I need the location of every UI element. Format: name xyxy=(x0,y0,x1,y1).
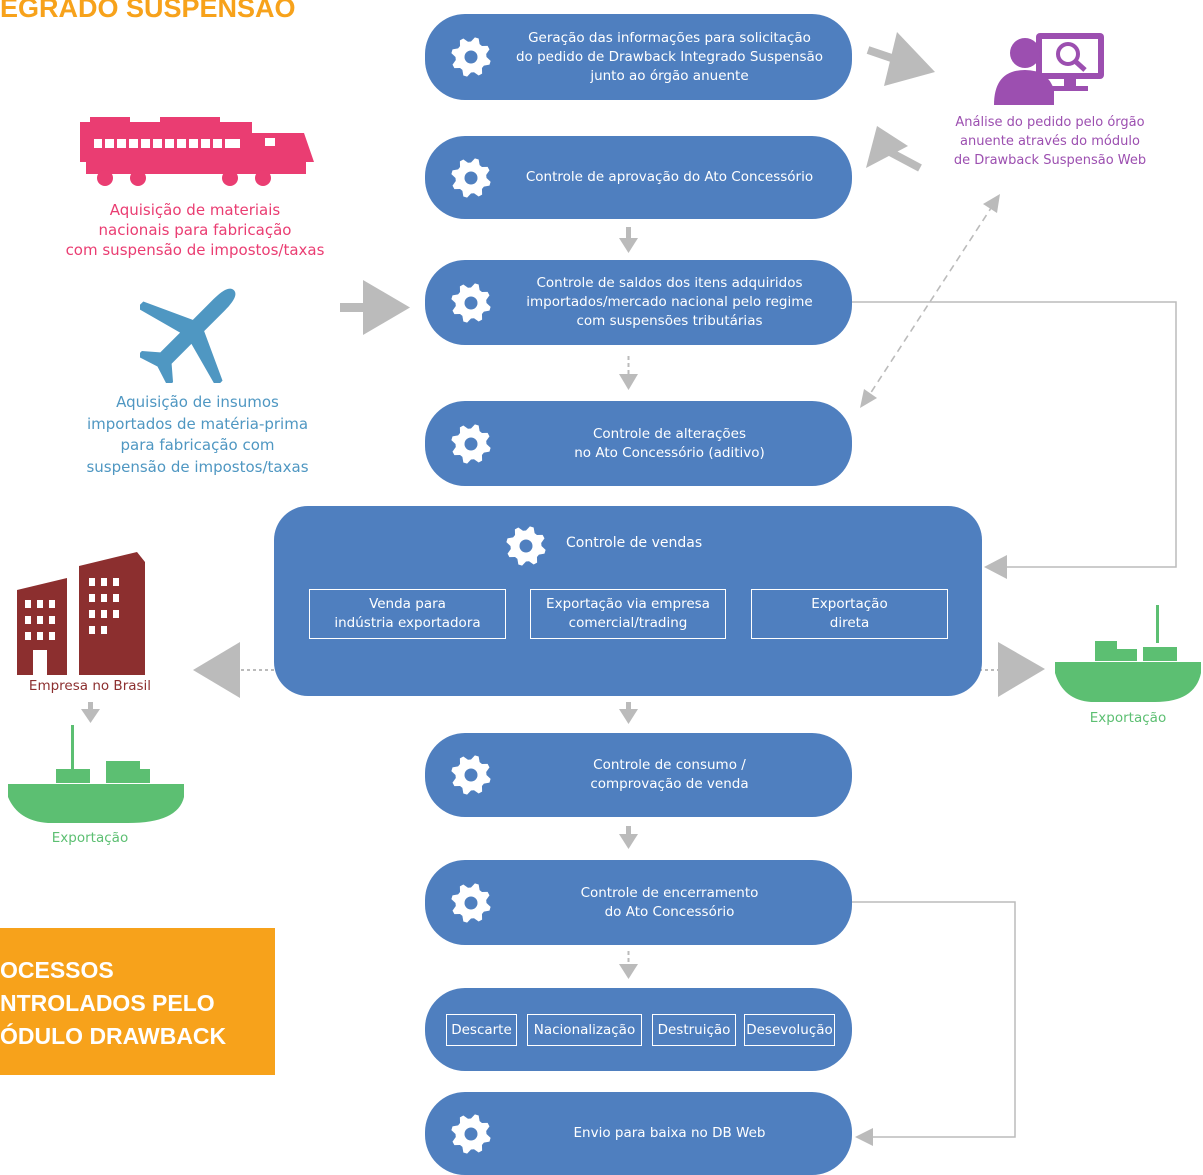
vendas-option-trading: Exportação via empresa comercial/trading xyxy=(530,589,726,639)
gear-icon xyxy=(451,282,491,323)
destination-desevolucao: Desevolução xyxy=(744,1014,835,1046)
gear-icon xyxy=(451,1113,491,1154)
vendas-option-direta: Exportação direta xyxy=(751,589,948,639)
destination-descarte: Descarte xyxy=(446,1014,517,1046)
step-aprovacao: Controle de aprovação do Ato Concessório xyxy=(425,136,852,219)
exportacao-right-caption: Exportação xyxy=(1089,710,1167,726)
building-icon xyxy=(17,552,145,675)
step-label: Controle de alterações no Ato Concessóri… xyxy=(574,425,765,461)
cargo-ship-icon xyxy=(8,725,184,823)
step-label: Controle de aprovação do Ato Concessório xyxy=(525,169,814,185)
train-icon xyxy=(80,117,314,186)
step-label: Controle de consumo / comprovação de ven… xyxy=(590,757,749,792)
step-saldos: Controle de saldos dos itens adquiridos … xyxy=(425,260,852,345)
destinations-panel: Descarte Nacionalização Destruição Desev… xyxy=(425,988,852,1071)
vendas-option-industria: Venda para indústria exportadora xyxy=(309,589,506,639)
gear-icon xyxy=(451,755,491,795)
step-consumo: Controle de consumo / comprovação de ven… xyxy=(425,733,852,817)
cargo-ship-icon xyxy=(1055,605,1201,702)
gear-icon xyxy=(451,37,491,77)
empresa-caption: Empresa no Brasil xyxy=(28,678,152,694)
gear-icon xyxy=(506,526,546,566)
insumos-caption: Aquisição de insumos importados de matér… xyxy=(86,393,309,476)
banner-text: OCESSOS NTROLADOS PELO ÓDULO DRAWBACK xyxy=(0,957,227,1049)
step-label: Controle de encerramento do Ato Concessó… xyxy=(580,884,759,920)
page-title: EGRADO SUSPENSÃO xyxy=(0,0,296,23)
step-label: Geração das informações para solicitação… xyxy=(515,29,824,84)
destination-destruicao: Destruição xyxy=(652,1014,736,1046)
airplane-icon xyxy=(140,288,236,383)
step-label: Envio para baixa no DB Web xyxy=(573,1125,766,1141)
step-geracao: Geração das informações para solicitação… xyxy=(425,14,852,100)
step-alteracoes: Controle de alterações no Ato Concessóri… xyxy=(425,401,852,486)
materiais-caption: Aquisição de materiais nacionais para fa… xyxy=(65,201,325,259)
gear-icon xyxy=(451,157,491,198)
step-encerramento: Controle de encerramento do Ato Concessó… xyxy=(425,860,852,945)
modulo-banner: OCESSOS NTROLADOS PELO ÓDULO DRAWBACK xyxy=(0,928,275,1075)
exportacao-left-caption: Exportação xyxy=(51,830,129,846)
gear-icon xyxy=(451,882,491,923)
destination-nacionalizacao: Nacionalização xyxy=(527,1014,642,1046)
step-label: Controle de vendas xyxy=(566,535,703,551)
step-vendas: Controle de vendas Venda para indústria … xyxy=(274,506,982,696)
analyst-monitor-icon xyxy=(994,33,1104,105)
analise-caption: Análise do pedido pelo órgão anuente atr… xyxy=(953,115,1147,168)
gear-icon xyxy=(451,423,491,464)
step-envio: Envio para baixa no DB Web xyxy=(425,1092,852,1175)
step-label: Controle de saldos dos itens adquiridos … xyxy=(526,275,813,329)
